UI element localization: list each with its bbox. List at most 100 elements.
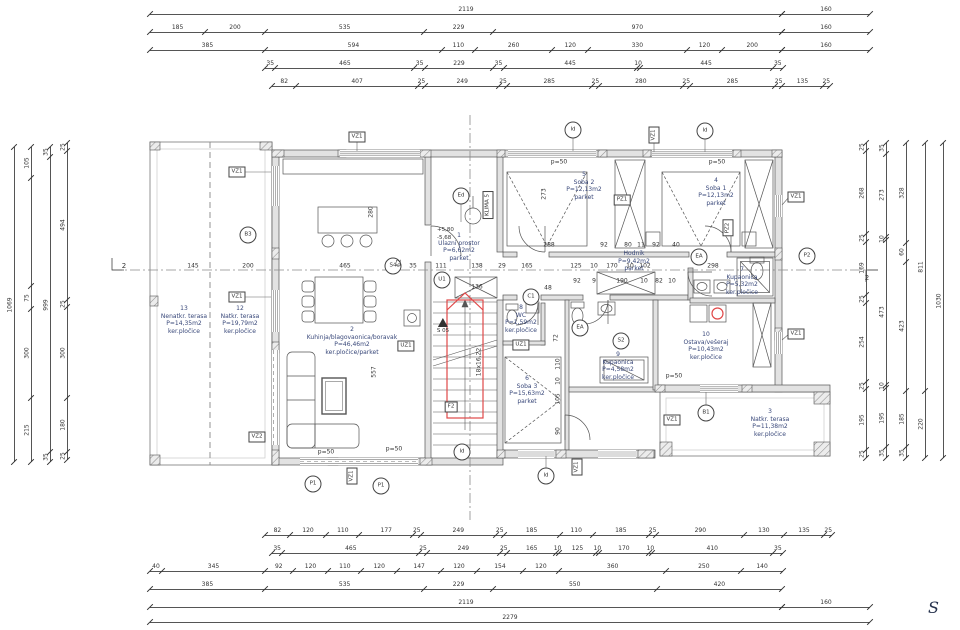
dim-value: 25 [824, 527, 833, 534]
dim-value: 1030 [935, 292, 943, 309]
dim-value: 423 [898, 320, 906, 332]
dim-value: 473 [878, 306, 886, 319]
dim-value: 494 [59, 219, 67, 231]
dim-text: 557 [370, 366, 378, 378]
dim-value: 110 [339, 563, 351, 570]
bathtub [736, 257, 774, 297]
marker-circle: S2 [612, 332, 630, 350]
room-floor: ker.pločice [690, 353, 722, 361]
dim-value: 260 [507, 42, 520, 49]
dim-value: 35 [878, 144, 886, 153]
room-number: 5 [582, 171, 586, 178]
room-area: P=10,43m2 [688, 346, 724, 353]
stair-symbol-label: S 05 [436, 328, 450, 334]
wardrobe [744, 159, 774, 249]
room-floor: ker.pločice [726, 288, 758, 296]
dim-value: 154 [494, 563, 506, 570]
marker-box: F2 [444, 401, 458, 413]
signature-mark: S [928, 598, 939, 617]
dim-text: 165 [521, 262, 533, 270]
dim-value: 385 [201, 42, 214, 49]
dim-line [943, 143, 944, 458]
dim-value: 300 [23, 347, 31, 360]
dim-value: 35 [273, 545, 281, 552]
dim-value: 165 [526, 545, 538, 552]
dim-value: 10 [646, 545, 655, 552]
room-area: P=5,32m2 [726, 281, 758, 288]
dim-value: 550 [568, 581, 581, 588]
dim-value: 25 [648, 527, 657, 534]
dim-line [272, 86, 830, 87]
dim-value: 280 [635, 78, 647, 85]
dim-text: 102 [639, 262, 651, 270]
dim-value: 120 [453, 563, 465, 570]
marker-circle: Id [453, 443, 471, 461]
dim-value: 125 [571, 545, 584, 552]
dim-value: 445 [700, 60, 712, 67]
dim-text: 145 [187, 262, 199, 270]
dim-text: 110 [554, 358, 562, 370]
dim-text: 62 [395, 259, 403, 267]
dim-value: 535 [338, 581, 351, 588]
dim-value: 130 [758, 527, 770, 534]
level-mark: +5,80 [437, 227, 454, 233]
room-area: P=19,79m2 [222, 320, 258, 327]
dim-tick [866, 603, 874, 611]
dim-value: 35 [415, 60, 424, 67]
stair-symbol: S 05 [437, 318, 449, 334]
marker-box: KLIMA 5 [482, 190, 494, 220]
dim-line [150, 607, 782, 608]
sink [716, 282, 728, 291]
dim-line [14, 147, 15, 462]
dim-value: 345 [207, 563, 220, 570]
dim-text: 190 [616, 277, 628, 285]
dim-value: 35 [494, 60, 503, 67]
dim-value: 195 [858, 414, 866, 426]
dim-tick [866, 28, 874, 36]
room-floor: parket [449, 254, 469, 262]
dim-value: 110 [337, 527, 349, 534]
dim-value: 25 [591, 78, 600, 85]
marker-box: VZ1 [787, 328, 805, 340]
sink [600, 304, 613, 313]
dim-value: 185 [525, 527, 538, 534]
sink [696, 282, 708, 291]
doors [430, 225, 732, 441]
dim-line [150, 589, 782, 590]
dim-value: 25 [858, 381, 866, 390]
marker-box: UZ1 [512, 339, 530, 351]
dim-value: 160 [820, 599, 832, 606]
dim-value: 465 [345, 545, 357, 552]
room-floor: parket [624, 264, 644, 272]
dim-value: 249 [457, 545, 470, 552]
room-name: Hodnik [623, 249, 645, 257]
room-name: Soba 2 [573, 178, 595, 186]
dim-value: 25 [419, 545, 427, 552]
room-name: Natkr. terasa [220, 312, 260, 320]
dim-value: 120 [302, 527, 314, 534]
dim-text: 273 [540, 188, 548, 200]
dim-value: 40 [152, 563, 160, 570]
dim-value: 200 [746, 42, 758, 49]
dim-line [886, 143, 887, 458]
room-name: Nenatkr. terasa [160, 312, 208, 320]
room-floor: parket [574, 193, 594, 201]
dim-text: p=50 [317, 448, 335, 456]
dim-text: 10 [640, 277, 648, 285]
dim-text: 200 [242, 262, 254, 270]
dim-value: 25 [858, 450, 866, 458]
dim-value: 273 [878, 189, 886, 202]
dim-value: 25 [499, 78, 507, 85]
room-name: Soba 1 [705, 184, 727, 192]
dim-value: 120 [304, 563, 317, 570]
room-name: Kuhinja/blagovaonica/boravak [306, 333, 398, 341]
dim-text: 11 [637, 241, 645, 249]
dim-tick [866, 10, 874, 18]
dim-value: 999 [42, 298, 50, 311]
dim-line [265, 535, 832, 536]
dim-text: 10 [668, 277, 676, 285]
dim-value: 180 [59, 419, 67, 431]
dim-value: 254 [858, 336, 866, 348]
